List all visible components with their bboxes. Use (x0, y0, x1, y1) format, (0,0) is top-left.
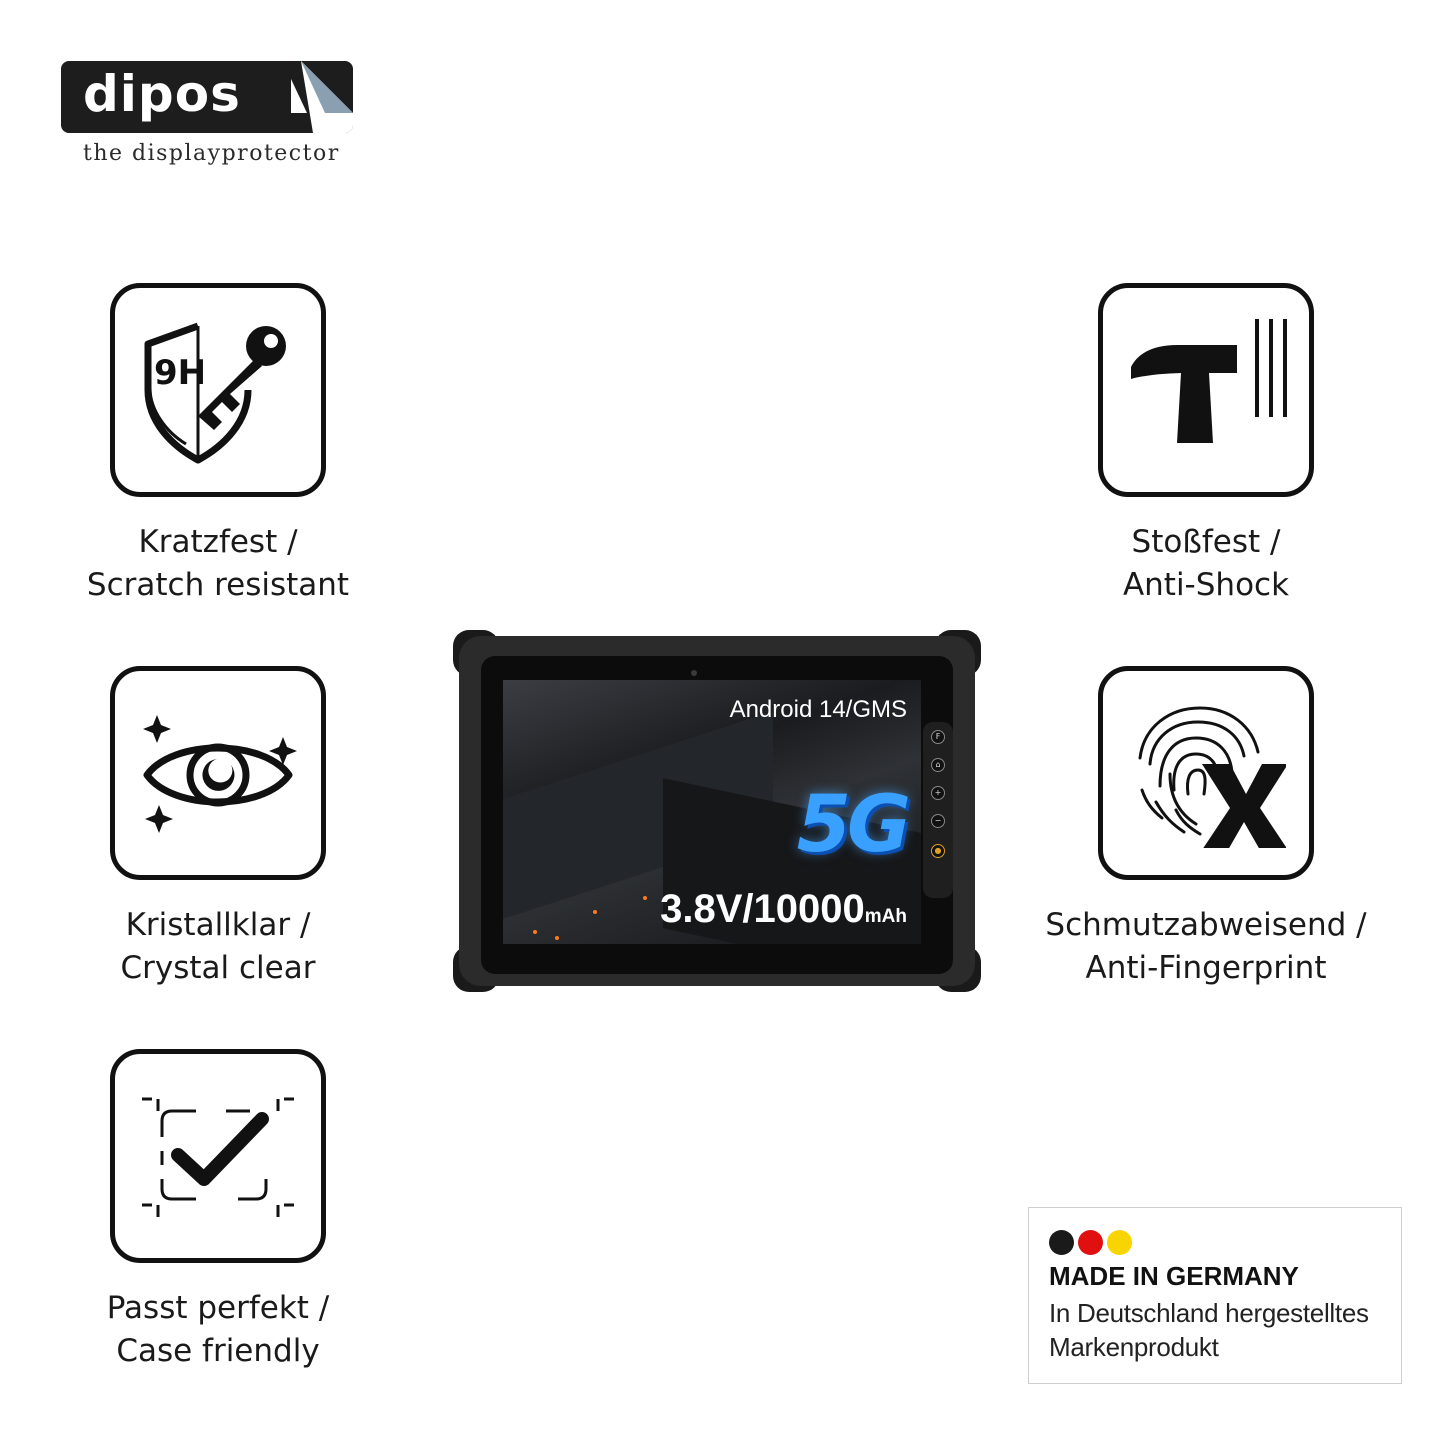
feature-label-en: Crystal clear (120, 950, 316, 986)
tablet-screen: Android 14/GMS 5G 3.8V/10000mAh (503, 680, 921, 944)
camera-icon (691, 670, 697, 676)
feature-label-de: Stoßfest / (1131, 524, 1281, 560)
function-key-icon: F (931, 730, 945, 744)
checkmark-frame-icon (142, 1097, 294, 1217)
feature-scratch-resistant: 9H Kratzfest / Scratch resistant (53, 283, 383, 607)
battery-unit: mAh (864, 906, 907, 927)
mig-line-2: Markenprodukt (1049, 1332, 1219, 1362)
flag-dot-red (1078, 1230, 1103, 1255)
feature-tile: 9H (110, 283, 326, 497)
fingerprint-x-icon (1138, 706, 1286, 848)
volume-up-key-icon: + (931, 786, 945, 800)
feature-tile (1098, 666, 1314, 880)
flag-dot-black (1049, 1230, 1074, 1255)
feature-label-de: Kristallklar / (125, 907, 311, 943)
feature-label-en: Scratch resistant (86, 567, 350, 603)
mig-line-1: In Deutschland hergestelltes (1049, 1298, 1369, 1328)
feature-anti-shock: Stoßfest / Anti-Shock (1041, 283, 1371, 607)
feature-label: Kratzfest / Scratch resistant (53, 521, 383, 607)
logo-wordmark: dipos (83, 65, 241, 123)
feature-tile (1098, 283, 1314, 497)
feature-crystal-clear: Kristallklar / Crystal clear (53, 666, 383, 990)
feature-anti-fingerprint: Schmutzabweisend / Anti-Fingerprint (1041, 666, 1371, 990)
rugged-tablet-image: Android 14/GMS 5G 3.8V/10000mAh F ⌂ + − … (453, 630, 981, 992)
network-5g-label: 5G (796, 780, 911, 870)
feature-label: Passt perfekt / Case friendly (53, 1287, 383, 1373)
brand-logo: dipos the displayprotector (61, 61, 353, 166)
feature-case-friendly: Passt perfekt / Case friendly (53, 1049, 383, 1373)
feature-label-en: Case friendly (116, 1333, 320, 1369)
shield-key-9h-icon: 9H (144, 322, 286, 464)
feature-label: Kristallklar / Crystal clear (53, 904, 383, 990)
home-key-icon: ⌂ (931, 758, 945, 772)
tablet-side-keys: F ⌂ + − ● (923, 722, 953, 898)
logo-tagline: the displayprotector (83, 141, 340, 166)
logo-badge: dipos (61, 61, 353, 133)
svg-text:9H: 9H (154, 353, 206, 393)
made-in-germany-badge: MADE IN GERMANY In Deutschland hergestel… (1028, 1207, 1402, 1384)
feature-label: Stoßfest / Anti-Shock (1041, 521, 1371, 607)
battery-value: 3.8V/10000 (660, 887, 865, 931)
feature-label: Schmutzabweisend / Anti-Fingerprint (1041, 904, 1371, 990)
feature-label-de: Schmutzabweisend / (1045, 907, 1367, 943)
eye-sparkle-icon (143, 715, 297, 833)
volume-down-key-icon: − (931, 814, 945, 828)
corner-fold-icon (291, 61, 353, 133)
power-key-icon: ● (931, 844, 945, 858)
feature-tile (110, 666, 326, 880)
battery-spec: 3.8V/10000mAh (660, 887, 907, 932)
os-label: Android 14/GMS (729, 696, 907, 723)
feature-label-de: Passt perfekt / (106, 1290, 330, 1326)
german-flag-dots (1049, 1230, 1401, 1255)
feature-label-de: Kratzfest / (138, 524, 298, 560)
made-in-germany-text: In Deutschland hergestelltes Markenprodu… (1049, 1296, 1401, 1364)
feature-label-en: Anti-Fingerprint (1085, 950, 1327, 986)
tablet-body: Android 14/GMS 5G 3.8V/10000mAh F ⌂ + − … (459, 636, 975, 986)
hammer-icon (1131, 319, 1287, 443)
made-in-germany-title: MADE IN GERMANY (1049, 1261, 1299, 1291)
feature-label-en: Anti-Shock (1122, 567, 1290, 603)
feature-tile (110, 1049, 326, 1263)
flag-dot-gold (1107, 1230, 1132, 1255)
